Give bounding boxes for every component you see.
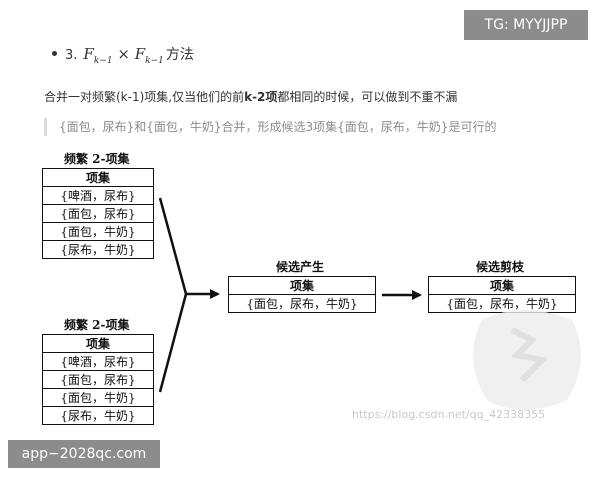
list-number: 3. [65,48,78,63]
bottom-row-2: {面包，尿布} [42,370,154,389]
seal-watermark-icon [473,310,581,410]
formula-f1: F [83,45,94,63]
prune-table-header: 项集 [428,276,576,295]
bullet-icon [52,51,57,56]
bottom-row-1: {啤酒，尿布} [42,352,154,371]
app-watermark: app−2028qc.com [8,440,160,468]
example-quote: {面包，尿布}和{面包，牛奶}合并，形成候选3项集{面包，尿布，牛奶}是可行的 [44,118,496,136]
top-itemset-table: 项集 {啤酒，尿布} {面包，尿布} {面包，牛奶} {尿布，牛奶} [42,168,154,259]
para-text-after: 都相同的时候，可以做到不重不漏 [277,90,458,104]
generate-block-title: 候选产生 [276,260,325,274]
top-row-2: {面包，尿布} [42,204,154,223]
bottom-row-3: {面包，牛奶} [42,388,154,407]
generate-row-1: {面包，尿布，牛奶} [228,294,376,313]
para-text-before: 合并一对频繁(k-1)项集,仅当他们的前 [44,90,245,104]
generate-itemset-table: 项集 {面包，尿布，牛奶} [228,276,376,313]
prune-itemset-table: 项集 {面包，尿布，牛奶} [428,276,576,313]
merge-formula: Fk−1 × Fk−1 [83,45,163,66]
formula-f2: F [134,45,146,63]
formula-times: × [117,45,130,63]
prune-block-title: 候选剪枝 [476,260,525,274]
bottom-block-title: 频繁 2-项集 [64,318,130,332]
formula-suffix: 方法 [165,47,194,63]
formula-sub2: k−1 [145,56,164,66]
list-item-3: 3. Fk−1 × Fk−1 方法 [52,44,194,66]
description-paragraph: 合并一对频繁(k-1)项集,仅当他们的前k-2项都相同的时候，可以做到不重不漏 [44,88,457,105]
top-row-4: {尿布，牛奶} [42,240,154,259]
bottom-itemset-table: 项集 {啤酒，尿布} {面包，尿布} {面包，牛奶} {尿布，牛奶} [42,334,154,425]
merge-line-bottom [158,293,188,393]
top-block-title: 频繁 2-项集 [64,152,130,166]
tg-watermark: TG: MYYJJPP [464,10,588,40]
formula-sub1: k−1 [93,56,113,66]
top-table-header: 项集 [42,168,154,187]
top-row-1: {啤酒，尿布} [42,186,154,205]
bottom-row-4: {尿布，牛奶} [42,406,154,425]
generate-table-header: 项集 [228,276,376,295]
prune-row-1: {面包，尿布，牛奶} [428,294,576,313]
csdn-watermark: https://blog.csdn.net/qq_42338355 [352,408,546,421]
para-bold: k-2项 [244,90,278,104]
bottom-table-header: 项集 [42,334,154,353]
top-row-3: {面包，牛奶} [42,222,154,241]
merge-line-top [158,197,188,295]
